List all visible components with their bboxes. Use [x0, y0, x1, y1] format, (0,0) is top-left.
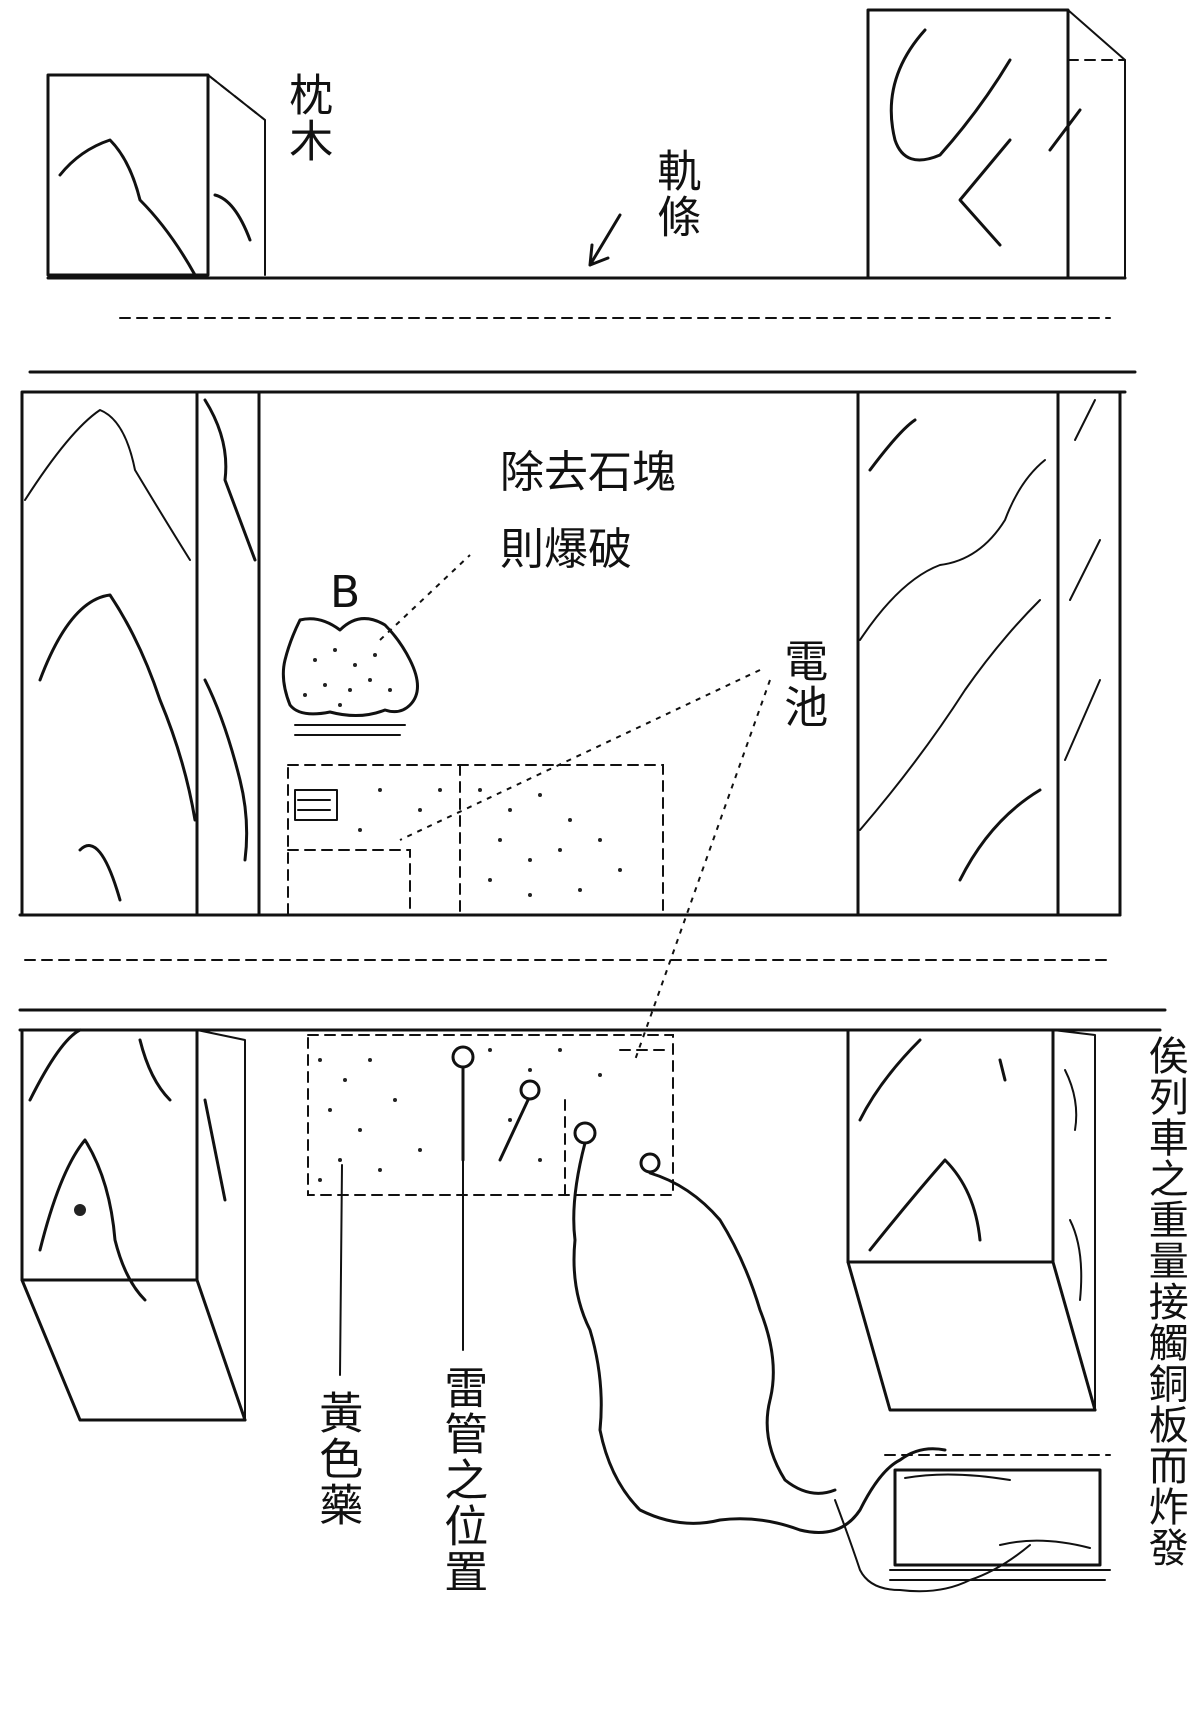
explosive-dots: [318, 1048, 602, 1182]
sleeper-top-right: [866, 8, 1126, 280]
label-then-blast: 則爆破: [500, 524, 632, 575]
rock-dots: [303, 648, 392, 707]
wire: [572, 1141, 947, 1534]
label-battery: 電池: [776, 638, 828, 730]
rock-b: [281, 617, 419, 717]
battery-leader-2: [634, 679, 771, 1061]
copper-plate: [884, 1454, 1111, 1581]
charge-box-mid: [287, 764, 664, 916]
sleeper-mid-left: [20, 390, 261, 917]
sleeper-top-left: [46, 73, 266, 277]
sleeper-bottom-right: [846, 1028, 1097, 1412]
label-yellow-explosive: 黃色藥: [311, 1390, 363, 1528]
top-section: [46, 8, 1127, 319]
middle-section: [18, 370, 1137, 1061]
mid-dots: [358, 788, 622, 897]
rail-arrow: [588, 213, 622, 267]
rock-leader: [379, 554, 471, 641]
label-sleeper: 枕木: [281, 72, 333, 164]
battery-leader-1: [399, 669, 761, 841]
label-remove-rock: 除去石塊: [500, 447, 676, 498]
label-detonator-position: 雷管之位置: [436, 1365, 488, 1595]
yellow-explosive-leader: [339, 1164, 343, 1376]
bottom-section: [18, 1008, 1167, 1593]
sleeper-mid-right: [856, 390, 1122, 917]
sleeper-bottom-left: [20, 1028, 247, 1422]
explosive-box: [307, 1034, 674, 1196]
detonators: [451, 1045, 661, 1174]
label-side-note: 俟列車之重量接觸銅板而炸發: [1141, 1035, 1188, 1568]
label-b-marker: B: [330, 567, 361, 618]
label-rail: 軌條: [649, 148, 701, 240]
